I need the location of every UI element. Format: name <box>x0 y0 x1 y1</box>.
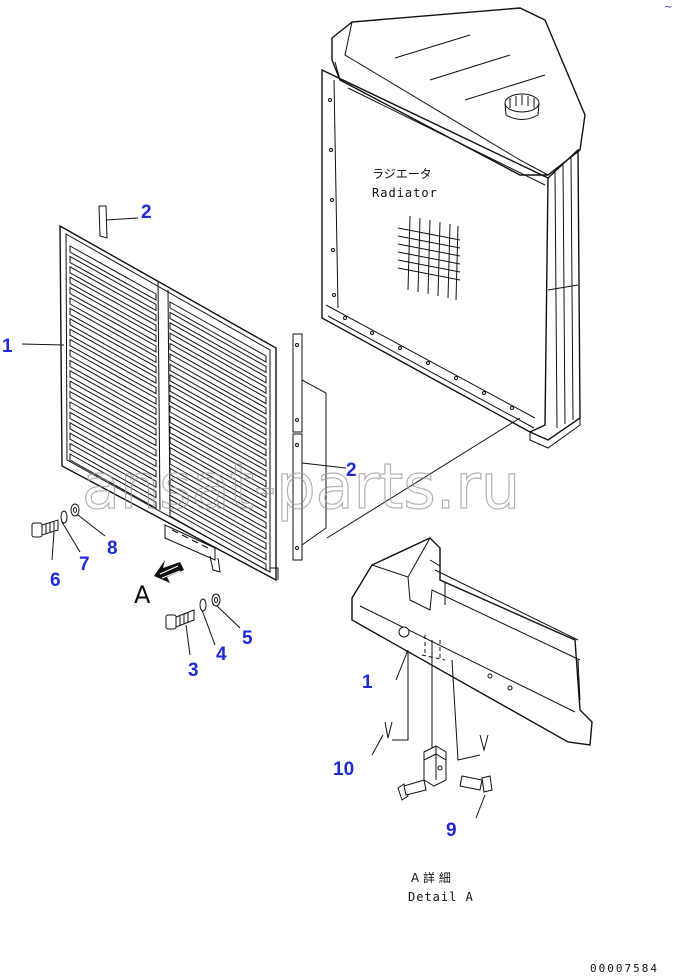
louver-slat <box>169 457 267 519</box>
louver-slat <box>69 297 157 353</box>
louver-slat <box>169 394 267 457</box>
detail-bolt-left-icon <box>397 779 427 801</box>
louver-slat <box>69 317 157 374</box>
callout-7: 7 <box>79 554 90 575</box>
bracket-block-icon <box>423 745 447 787</box>
louver-slat <box>169 342 267 405</box>
leader-lines <box>21 217 521 819</box>
louver-slat <box>169 498 267 561</box>
louver-slat <box>69 359 157 416</box>
louver-slat <box>69 349 157 405</box>
louver-slat <box>169 488 267 551</box>
louver-slat <box>169 321 267 384</box>
louver-slat <box>169 332 267 395</box>
callout-9: 9 <box>446 820 457 841</box>
louver-slat <box>69 307 157 364</box>
louver-slat <box>69 380 157 437</box>
detail-label-jp: A 詳 細 <box>411 870 451 885</box>
radiator-assembly: ラジエータ Radiator <box>321 7 586 449</box>
louver-slat <box>69 286 157 343</box>
drawing-number: 00007584 <box>590 962 659 975</box>
radiator-label-en: Radiator <box>372 186 438 200</box>
bolt-6-icon <box>31 519 59 538</box>
louver-slat <box>169 353 267 415</box>
bolt-3-icon <box>165 609 195 630</box>
filler-cap-icon <box>504 93 540 120</box>
louver-slat <box>169 446 267 509</box>
watermark-text: ansat-parts.ru <box>82 450 520 523</box>
callout-5: 5 <box>242 628 253 649</box>
callout-8: 8 <box>107 538 118 559</box>
spring-washer-7-icon <box>60 510 68 524</box>
detail-label-en: Detail A <box>408 890 474 904</box>
louver-slat <box>69 276 157 333</box>
louver-slat <box>69 338 157 395</box>
spring-washer-4-icon <box>199 598 207 612</box>
radiator-label-jp: ラジエータ <box>372 167 432 181</box>
louver-slat <box>69 401 157 457</box>
louver-slat <box>169 373 267 436</box>
louver-slat <box>69 411 157 468</box>
callout-3: 3 <box>188 660 199 681</box>
detail-bolt-right-icon <box>459 775 493 793</box>
washer-5-icon <box>211 593 221 607</box>
louver-panel <box>59 205 279 582</box>
washer-8-icon <box>70 503 80 517</box>
louver-slat <box>169 405 267 467</box>
louver-slat <box>169 425 267 488</box>
callout-6: 6 <box>50 570 61 591</box>
louver-slat <box>69 390 157 447</box>
louver-slat <box>69 255 157 312</box>
core-grid <box>397 215 461 301</box>
louver-slat <box>169 311 267 374</box>
callout-10: 10 <box>333 759 354 780</box>
cotter-pin-right-icon <box>479 734 489 752</box>
callout-1-main: 1 <box>2 336 13 357</box>
louver-slat <box>169 415 267 478</box>
view-arrow-icon <box>154 560 184 583</box>
louver-slat <box>69 432 157 489</box>
callout-1-detail: 1 <box>362 672 373 693</box>
louver-slat <box>169 384 267 447</box>
callout-2-side: 2 <box>346 460 357 481</box>
louver-slat <box>69 245 157 301</box>
view-marker-label: A <box>134 581 151 609</box>
louver-slat <box>69 328 157 385</box>
louver-slat <box>69 442 157 499</box>
side-brackets <box>292 333 327 561</box>
louver-slat <box>169 363 267 426</box>
louver-slat <box>69 421 157 478</box>
louver-slat <box>69 265 157 322</box>
callout-2-top: 2 <box>141 202 152 223</box>
detail-a <box>351 537 593 801</box>
cotter-pin-left-icon <box>384 721 393 739</box>
louver-slat <box>169 509 267 571</box>
louver-slats <box>69 245 267 571</box>
callout-4: 4 <box>216 644 227 665</box>
louver-slat <box>69 453 157 509</box>
louver-slat <box>69 369 157 426</box>
louver-slat <box>169 477 267 540</box>
louver-slat <box>169 436 267 499</box>
louver-slat <box>169 301 267 363</box>
corner-mark: ~ <box>664 2 672 13</box>
louver-slat <box>169 467 267 530</box>
